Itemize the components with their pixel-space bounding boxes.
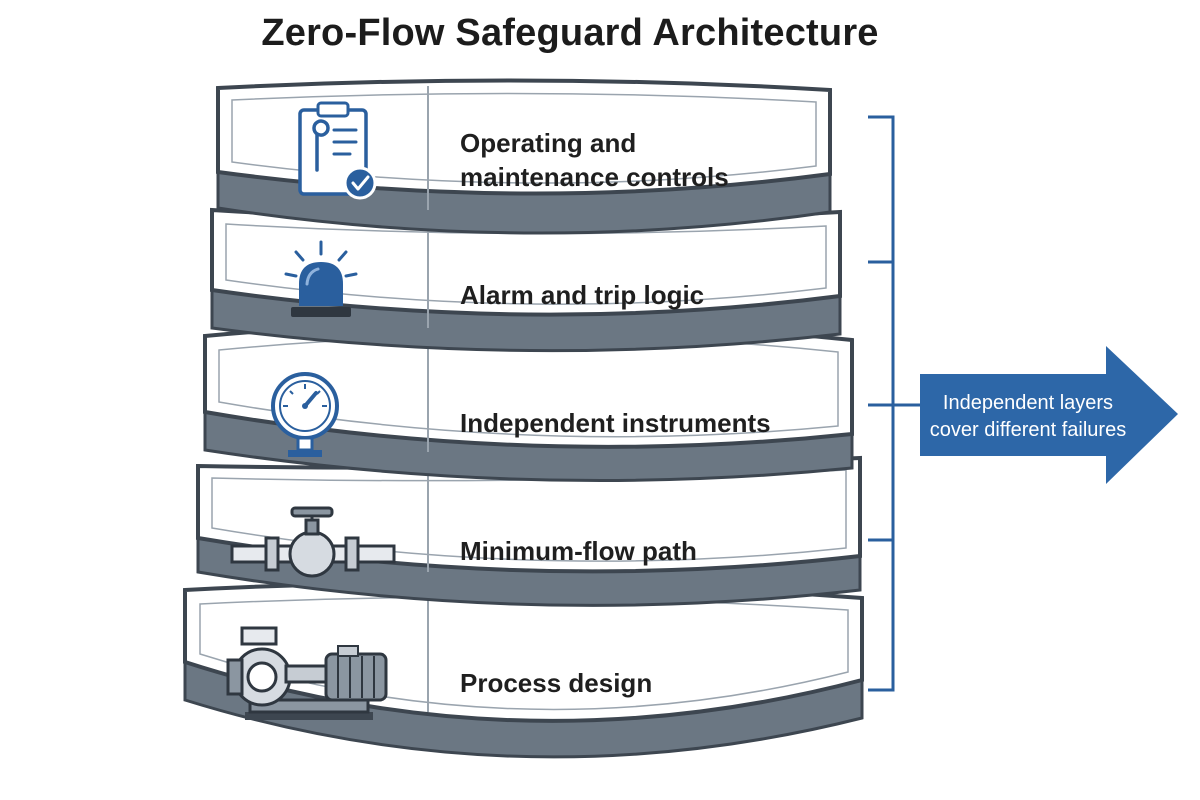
layer-operating-and-maintenance-controls: Operating and maintenance controls [216, 78, 832, 235]
layer-alarm-and-trip-logic: Alarm and trip logic [210, 207, 842, 353]
pump-motor-icon [226, 626, 388, 720]
layer-label-independent-instruments: Independent instruments [460, 408, 771, 438]
layer-process-design: Process design [183, 580, 864, 759]
clipboard-wrench-check-icon [298, 101, 377, 200]
callout-text-line-1: Independent layers [943, 392, 1113, 414]
layer-label-operating-and-maintenance-controls-line-2: maintenance controls [460, 162, 729, 192]
callout-arrow: Independent layers cover different failu… [920, 346, 1178, 484]
layer-label-process-design: Process design [460, 668, 652, 698]
diagram-title: Zero-Flow Safeguard Architecture [261, 12, 879, 54]
pipe-valve-icon [230, 506, 396, 578]
layer-label-alarm-and-trip-logic: Alarm and trip logic [460, 280, 704, 310]
layer-label-operating-and-maintenance-controls-line-1: Operating and [460, 128, 636, 158]
layer-band [216, 78, 832, 196]
alarm-beacon-icon [284, 240, 358, 317]
layer-independent-instruments: Independent instruments [203, 319, 854, 482]
layer-label-minimum-flow-path: Minimum-flow path [460, 536, 697, 566]
layers-bracket [868, 115, 920, 692]
layer-minimum-flow-path: Minimum-flow path [196, 455, 862, 607]
callout-text-line-2: cover different failures [930, 419, 1126, 441]
pressure-gauge-icon [271, 372, 339, 457]
